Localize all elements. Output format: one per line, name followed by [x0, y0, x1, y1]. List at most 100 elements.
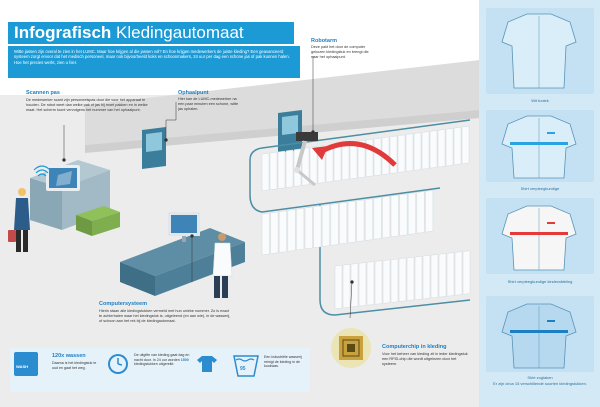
- hanging-coat: [405, 133, 414, 172]
- hanging-coat: [349, 141, 358, 180]
- hanging-coat: [399, 193, 408, 236]
- hanging-coat: [330, 203, 339, 246]
- robot-title: Robotarm: [311, 38, 337, 44]
- hanging-coat: [356, 199, 365, 242]
- hanging-coat: [453, 127, 462, 166]
- hanging-coat: [309, 146, 318, 185]
- hanging-coat: [416, 191, 425, 234]
- hanging-coat: [390, 258, 399, 303]
- hanging-coat: [461, 125, 470, 165]
- stats-panel: [10, 348, 310, 392]
- hanging-coat: [374, 260, 383, 305]
- rail-system: [249, 119, 471, 316]
- hanging-coat: [285, 149, 294, 188]
- hanging-coat: [373, 197, 382, 240]
- hanging-coat: [269, 151, 278, 190]
- hanging-coat: [270, 211, 279, 254]
- pickup-body: Hier kan de LUMC-medewerker na een paar …: [178, 97, 239, 111]
- hanging-coat: [342, 264, 351, 309]
- hanging-coat: [430, 254, 439, 299]
- computer-title: Computersysteem: [99, 301, 147, 307]
- garment-shirt-4: [501, 303, 577, 369]
- hanging-coat: [422, 255, 431, 300]
- wash-count-title: 120x wassen: [52, 353, 86, 359]
- wash-label-icon: [14, 352, 38, 376]
- hanging-coat: [389, 135, 398, 174]
- hanging-coat: [413, 132, 422, 171]
- hanging-coat: [429, 130, 438, 169]
- hanging-coat: [313, 205, 322, 248]
- hanging-coat: [462, 250, 471, 295]
- person-computer: [212, 233, 233, 298]
- hanging-coat: [446, 252, 455, 297]
- pickup-title: Ophaalpunt: [178, 90, 209, 96]
- hanging-coat: [333, 143, 342, 182]
- hanging-coat: [408, 192, 416, 235]
- output-body: De uitgifte van kleding gaat dag en nach…: [134, 353, 190, 383]
- laundry-body: Een industriële wasserij reinigt de kled…: [264, 355, 302, 369]
- garment-shirt-3: [501, 205, 577, 271]
- hanging-coat: [406, 256, 415, 301]
- garment-label-1: Wit tuniek: [531, 98, 549, 103]
- hanging-coat: [350, 263, 359, 308]
- hanging-coat: [425, 190, 434, 233]
- intro-text: Witte jassen zijn overal te zien in het …: [8, 46, 300, 78]
- title-bold: Infografisch: [14, 23, 112, 42]
- hanging-coat: [341, 142, 350, 181]
- page-title: Infografisch Kledingautomaat: [8, 22, 294, 44]
- output-post: kledingstukken uitgereikt.: [134, 362, 175, 367]
- wash-count-body: Daarna is het kledingstuk te oud en gaat…: [52, 361, 97, 370]
- output-number: 1500: [180, 357, 189, 362]
- hanging-coat: [334, 264, 343, 310]
- chip-title: Computerchip in kleding: [382, 344, 447, 350]
- scan-title: Scannen pas: [26, 90, 60, 96]
- pointer-lines: [62, 56, 354, 319]
- hanging-coat: [339, 202, 348, 245]
- hanging-coat: [277, 150, 286, 189]
- movement-arrow: [312, 141, 397, 167]
- back-wall: [85, 60, 480, 145]
- title-light: Kledingautomaat: [116, 23, 244, 42]
- hanging-coat: [365, 198, 373, 241]
- hanging-coat: [287, 209, 296, 252]
- garment-shirt-2: [501, 115, 577, 179]
- hanging-coat: [357, 139, 366, 179]
- hanging-coat: [358, 262, 367, 307]
- garment-label-4: Shirt zoglaken: [527, 375, 553, 380]
- hanging-coat: [437, 129, 446, 168]
- garment-shirt-1: [501, 13, 577, 89]
- hanging-coat: [390, 194, 399, 238]
- hanging-coat: [397, 134, 406, 173]
- hanging-coat: [454, 251, 463, 296]
- hanging-coat: [398, 257, 407, 302]
- hanging-coat: [304, 206, 313, 250]
- cabinet: [76, 206, 120, 236]
- pickup-doors: [142, 110, 302, 169]
- wash-temperature-icon: [233, 355, 259, 377]
- hanging-coat: [261, 212, 270, 256]
- hanging-coat: [261, 152, 270, 192]
- hanging-coat: [438, 253, 447, 298]
- hanging-coat: [366, 261, 375, 306]
- robot-arm: [294, 132, 318, 187]
- hanging-coat: [347, 200, 356, 244]
- computer-body: Hierin staan alle kledingstukken vermeld…: [99, 309, 231, 323]
- clock-icon: [108, 354, 128, 374]
- hanging-coat: [382, 196, 391, 239]
- hanging-coat: [296, 208, 305, 251]
- hanging-coat: [421, 131, 430, 170]
- output-pre: De uitgifte van kleding gaat dag en nach…: [134, 353, 190, 362]
- wash-tile-text: WASH: [16, 364, 28, 369]
- garment-label-2: Shirt verpleegkundige: [520, 186, 560, 191]
- garment-label-3: Shirt verpleegkundige kinderafdeling: [507, 279, 573, 284]
- scan-body: De medewerker scant zijn personeelspas d…: [26, 98, 148, 112]
- person-scanning: [8, 188, 30, 252]
- hanging-coat: [445, 128, 454, 167]
- wifi-icon: [33, 165, 51, 177]
- robot-body: Deze pakt het door de computer gekozen k…: [311, 45, 369, 59]
- chip-body: Voor het beheer van kleding zit in ieder…: [382, 352, 468, 366]
- garment-count-note: Er zijn circa 15 verschillende soorten k…: [493, 381, 587, 386]
- hanging-coat: [279, 210, 287, 253]
- shirt-icon: [197, 356, 217, 372]
